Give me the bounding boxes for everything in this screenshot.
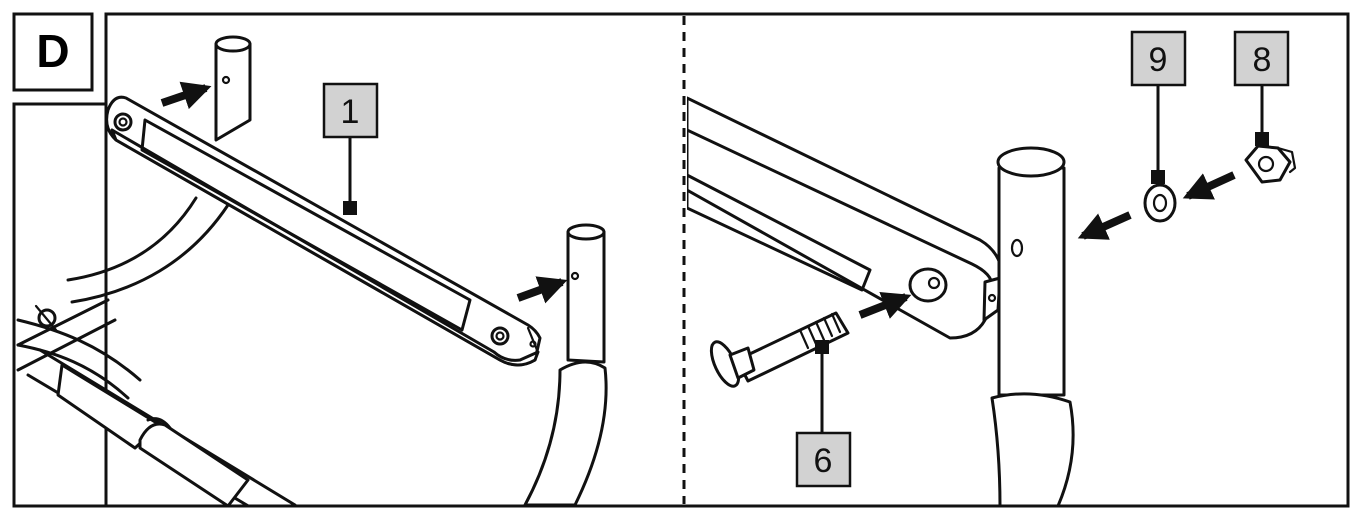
arrow-to-left-post — [160, 81, 212, 110]
diagram-frame — [12, 12, 1350, 508]
label-part-8-text: 8 — [1253, 41, 1272, 79]
label-part-1: 1 — [322, 82, 379, 139]
arrow-nut-to-washer — [1182, 171, 1236, 200]
right-upright-post — [523, 223, 608, 506]
label-part-6-text: 6 — [814, 442, 833, 480]
step-badge: D — [12, 12, 94, 92]
crossbar-end-closeup — [687, 96, 1004, 340]
right-panel: 9 8 6 — [687, 30, 1297, 506]
left-curved-tube — [70, 203, 230, 304]
left-panel: 1 — [16, 35, 608, 506]
label-part-8: 8 — [1233, 30, 1290, 87]
crossbar-part-1 — [105, 95, 542, 367]
left-upright-post — [214, 35, 252, 142]
carriage-bolt-part-6 — [709, 311, 850, 388]
label-part-9: 9 — [1130, 30, 1187, 87]
front-curved-tube — [16, 318, 142, 382]
label-part-9-text: 9 — [1149, 41, 1168, 79]
nut-part-8 — [1244, 144, 1297, 184]
arrow-bolt-into-bar — [858, 291, 912, 319]
arrow-washer-to-post — [1077, 211, 1132, 240]
tall-upright-post — [990, 146, 1075, 506]
arrow-to-right-post — [516, 276, 568, 304]
step-badge-letter: D — [36, 25, 69, 77]
lower-tubes — [16, 298, 297, 506]
label-part-1-text: 1 — [341, 93, 360, 131]
washer-part-9 — [1143, 183, 1177, 223]
label-part-6: 6 — [795, 431, 852, 488]
